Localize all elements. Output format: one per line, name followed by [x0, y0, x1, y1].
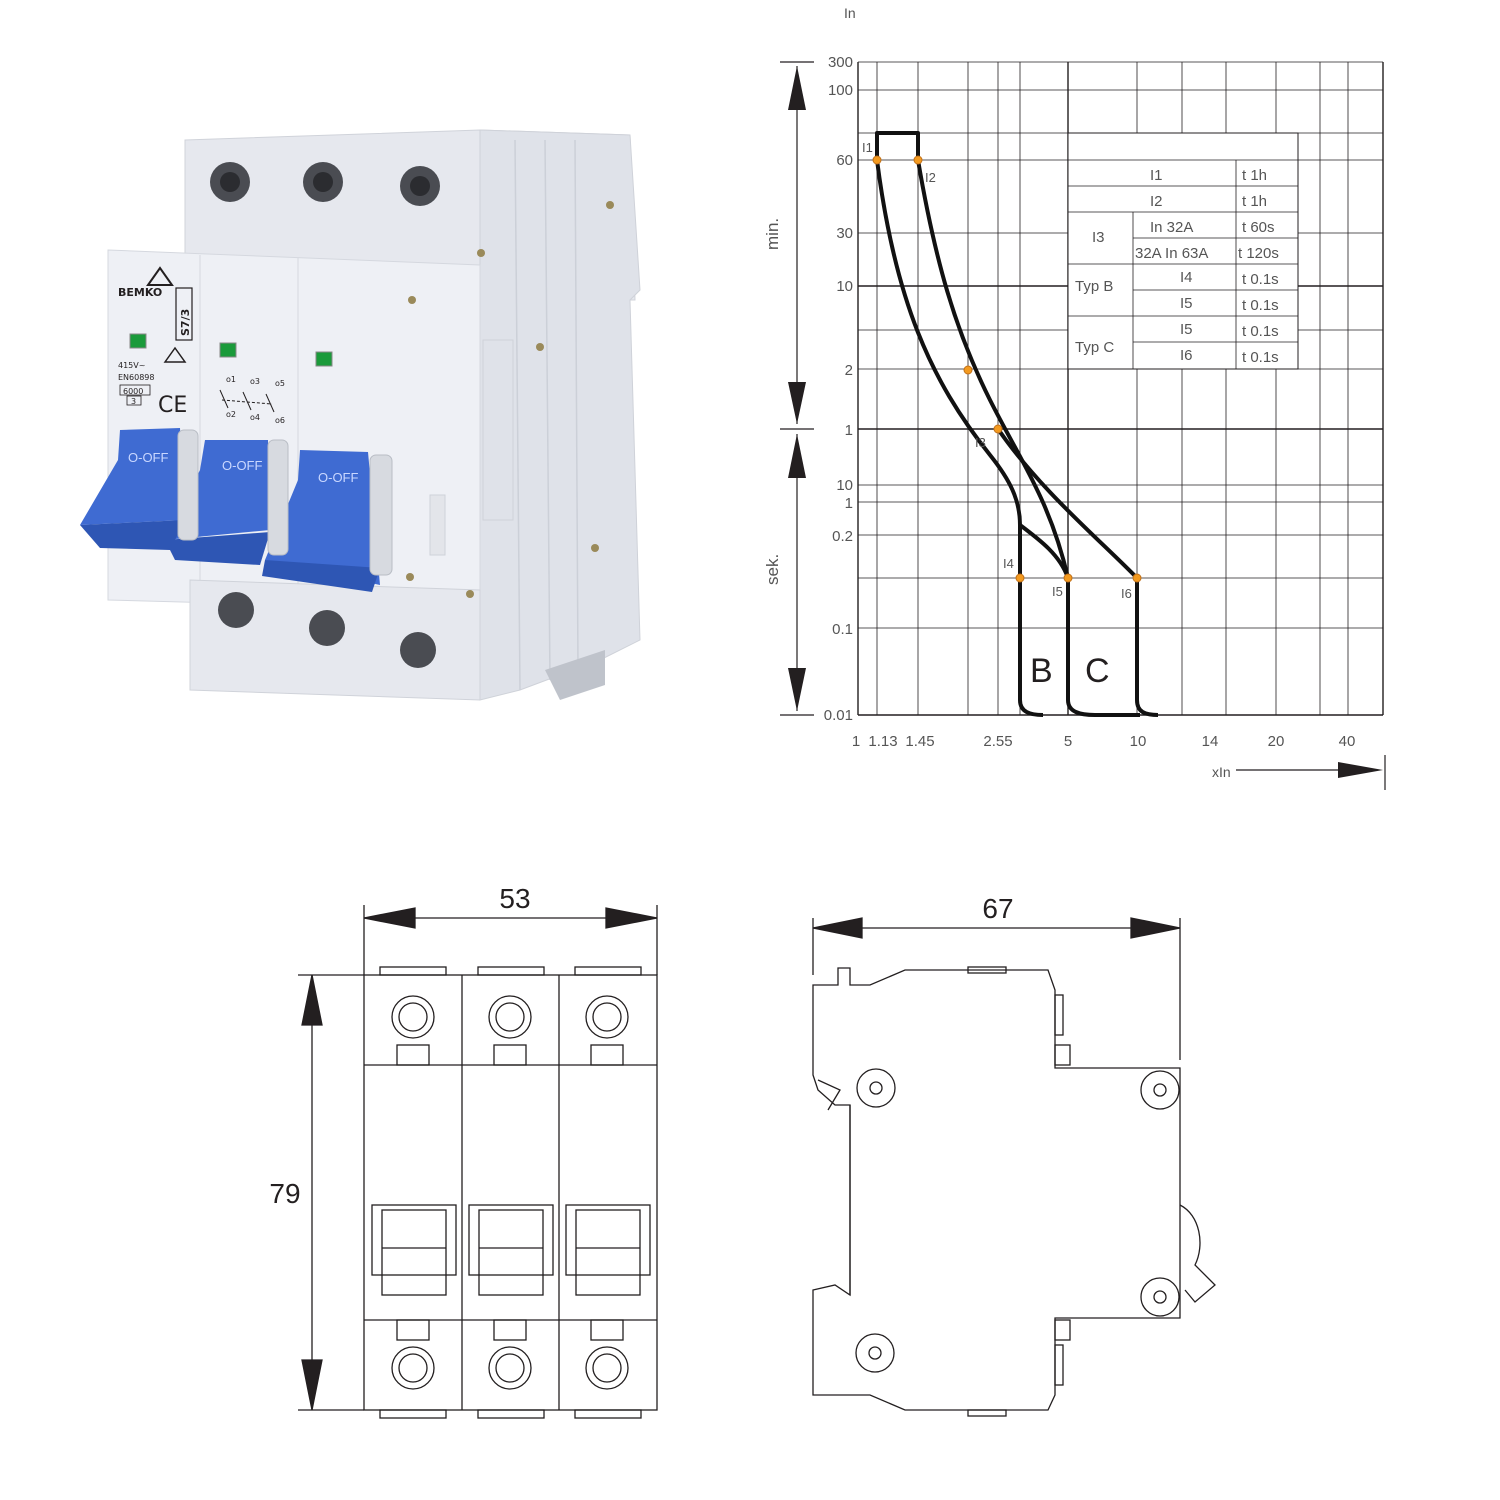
svg-text:I6: I6: [1180, 347, 1193, 364]
standard-label: EN60898: [118, 373, 155, 382]
svg-text:I3: I3: [1092, 229, 1105, 246]
side-view-drawing: [812, 917, 1216, 1417]
front-view-drawing: [298, 905, 658, 1419]
svg-text:1.13: 1.13: [868, 733, 897, 750]
svg-text:0.01: 0.01: [824, 707, 853, 724]
svg-text:t 120s: t 120s: [1238, 245, 1279, 262]
svg-text:t 60s: t 60s: [1242, 219, 1275, 236]
svg-text:0.1: 0.1: [832, 621, 853, 638]
min-label: min.: [763, 218, 782, 250]
svg-text:1: 1: [845, 495, 853, 512]
trip-table: I1 t 1h I2 t 1h I3 In 32A t 60s 32A In 6…: [1067, 132, 1299, 370]
curve-b: [875, 159, 1044, 717]
svg-text:o3: o3: [250, 377, 260, 386]
svg-text:I4: I4: [1003, 556, 1014, 571]
curve-top-band: [875, 131, 920, 160]
dimension-height: 79: [269, 1178, 300, 1209]
svg-text:t 0.1s: t 0.1s: [1242, 349, 1279, 366]
curve-b-label: B: [1030, 652, 1053, 690]
brand-logo: BEMKO: [118, 286, 162, 299]
wiring-symbol: o1 o3 o5 o2 o4 o6: [219, 375, 285, 425]
x-axis-title: xIn: [1212, 764, 1231, 780]
x-tick-labels: 1 1.13 1.45 2.55 5 10 14 20 40: [852, 733, 1356, 750]
svg-text:Typ B: Typ B: [1075, 278, 1113, 295]
ce-mark: CE: [158, 393, 187, 418]
svg-text:I5: I5: [1180, 295, 1193, 312]
svg-text:40: 40: [1339, 733, 1356, 750]
svg-text:O-OFF: O-OFF: [128, 450, 168, 465]
top-screws: [210, 162, 440, 206]
svg-text:30: 30: [836, 225, 853, 242]
svg-text:5: 5: [1064, 733, 1072, 750]
svg-text:14: 14: [1202, 733, 1219, 750]
svg-text:I1: I1: [1150, 167, 1163, 184]
curve-c-label: C: [1085, 652, 1110, 690]
svg-text:O-OFF: O-OFF: [318, 470, 358, 485]
svg-text:300: 300: [828, 54, 853, 71]
svg-text:32A In 63A: 32A In 63A: [1135, 245, 1208, 262]
svg-text:2: 2: [845, 362, 853, 379]
y-axis-title: In: [844, 5, 856, 21]
svg-text:100: 100: [828, 82, 853, 99]
svg-text:10: 10: [836, 477, 853, 494]
svg-text:1: 1: [845, 422, 853, 439]
sek-label: sek.: [763, 554, 782, 585]
svg-text:O-OFF: O-OFF: [222, 458, 262, 473]
svg-text:t 1h: t 1h: [1242, 193, 1267, 210]
svg-text:I3: I3: [975, 435, 986, 450]
voltage-label: 415V~: [118, 361, 145, 370]
svg-text:0.2: 0.2: [832, 528, 853, 545]
curve-c: [996, 427, 1159, 717]
svg-text:I1: I1: [862, 140, 873, 155]
svg-text:t 0.1s: t 0.1s: [1242, 297, 1279, 314]
bottom-screws: [218, 592, 436, 668]
svg-text:I5: I5: [1052, 584, 1063, 599]
class-label: 3: [131, 397, 136, 406]
svg-text:o4: o4: [250, 413, 260, 422]
model-label: S7/3: [179, 309, 192, 336]
svg-text:o5: o5: [275, 379, 285, 388]
svg-text:20: 20: [1268, 733, 1285, 750]
svg-text:I6: I6: [1121, 586, 1132, 601]
svg-text:t 1h: t 1h: [1242, 167, 1267, 184]
trip-curve-chart: In 300 100 60 30 10 2 1 10 1 0.2 0.1 0.0…: [763, 5, 1386, 790]
svg-text:o2: o2: [226, 410, 236, 419]
svg-text:t 0.1s: t 0.1s: [1242, 271, 1279, 288]
svg-text:In 32A: In 32A: [1150, 219, 1193, 236]
svg-text:10: 10: [1130, 733, 1147, 750]
y-tick-labels: 300 100 60 30 10 2 1 10 1 0.2 0.1 0.01: [824, 54, 853, 724]
svg-text:o1: o1: [226, 375, 236, 384]
svg-text:I2: I2: [925, 170, 936, 185]
svg-text:o6: o6: [275, 416, 285, 425]
breaker-photo: BEMKO S7/3 415V~ EN60898 6000 3 CE o1 o3…: [80, 129, 641, 701]
dimension-depth: 67: [982, 893, 1013, 924]
svg-text:I5: I5: [1180, 321, 1193, 338]
breaking-capacity: 6000: [123, 387, 143, 396]
svg-text:Typ C: Typ C: [1075, 339, 1114, 356]
svg-text:10: 10: [836, 278, 853, 295]
time-range-arrows: [780, 61, 814, 716]
curve-b-c-shared: [916, 159, 1140, 717]
dimension-width: 53: [499, 883, 530, 914]
svg-text:2.55: 2.55: [983, 733, 1012, 750]
trip-curves: [875, 131, 1159, 717]
svg-text:I4: I4: [1180, 269, 1193, 286]
trip-points: [872, 155, 1142, 583]
switch-handles[interactable]: O-OFF O-OFF O-OFF: [80, 428, 393, 592]
svg-text:60: 60: [836, 152, 853, 169]
svg-text:I2: I2: [1150, 193, 1163, 210]
svg-text:t 0.1s: t 0.1s: [1242, 323, 1279, 340]
svg-text:1: 1: [852, 733, 860, 750]
svg-text:1.45: 1.45: [905, 733, 934, 750]
curve-b-lower: [1018, 523, 1070, 579]
